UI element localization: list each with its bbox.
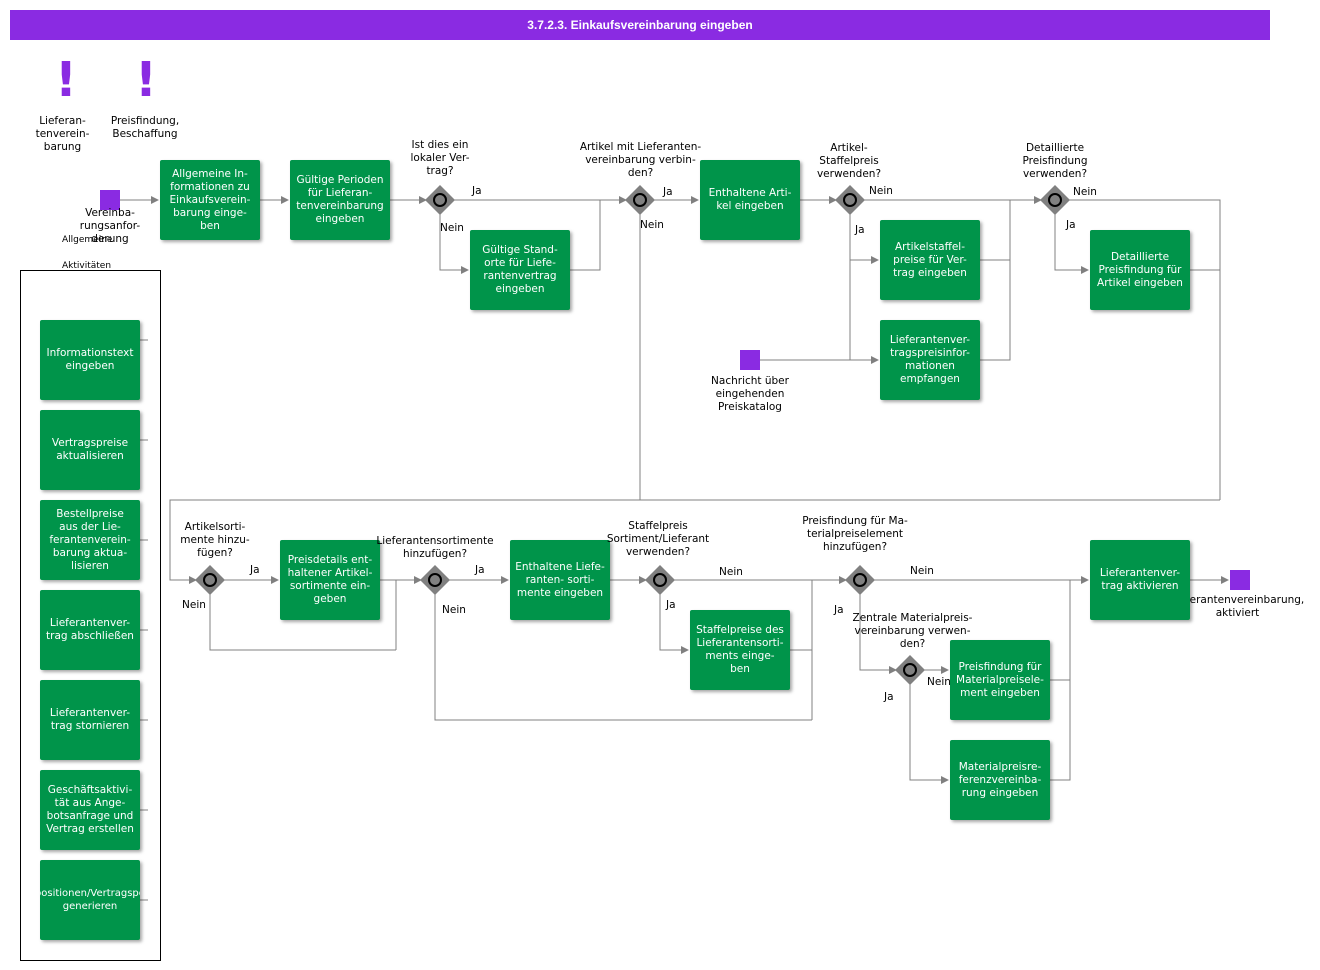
- gateway-g3: [835, 185, 865, 215]
- start-event-vereinbarungsanforderung[interactable]: [100, 190, 120, 210]
- branch-yes: Ja: [884, 691, 894, 703]
- task-lieferantensortimente[interactable]: Enthaltene Liefe- ranten- sorti- mente e…: [510, 540, 610, 620]
- start-event-preiskatalog-label: Nachricht über eingehenden Preiskatalog: [711, 375, 789, 413]
- branch-no: Nein: [719, 566, 743, 578]
- sidebar-title-1: Allgemeine: [62, 235, 113, 245]
- task-enthaltene-artikel[interactable]: Enthaltene Arti- kel eingeben: [700, 160, 800, 240]
- start-event-preiskatalog[interactable]: [740, 350, 760, 370]
- task-vertrag-aktivieren[interactable]: Lieferantenver- trag aktivieren: [1090, 540, 1190, 620]
- task-informationstext[interactable]: Informationstext eingeben: [40, 320, 140, 400]
- branch-no: Nein: [440, 222, 464, 234]
- task-artikelstaffelpreise[interactable]: Artikelstaffel- preise für Ver- trag ein…: [880, 220, 980, 300]
- gateway-label-staffelpreis: Artikel- Staffelpreis verwenden?: [816, 142, 882, 180]
- branch-no: Nein: [910, 565, 934, 577]
- task-materialpreisreferenz[interactable]: Materialpreisre- ferenzvereinba- rung ei…: [950, 740, 1050, 820]
- gateway-label-staffelpreis-sortiment: Staffelpreis Sortiment/Lieferant verwend…: [606, 520, 710, 558]
- branch-no: Nein: [640, 219, 664, 231]
- task-vertrag-stornieren[interactable]: Lieferantenver- trag stornieren: [40, 680, 140, 760]
- branch-yes: Ja: [855, 224, 865, 236]
- gateway-g7: [645, 565, 675, 595]
- branch-yes: Ja: [1066, 219, 1076, 231]
- task-vertragspreise[interactable]: Vertragspreise aktualisieren: [40, 410, 140, 490]
- gateway-g4: [1040, 185, 1070, 215]
- gateway-g9: [895, 655, 925, 685]
- task-allgemeine-informationen[interactable]: Allgemeine In- formationen zu Einkaufsve…: [160, 160, 260, 240]
- task-preisinformationen-empfangen[interactable]: Lieferantenver- tragspreisinfor- matione…: [880, 320, 980, 400]
- branch-yes: Ja: [834, 604, 844, 616]
- end-event-aktiviert[interactable]: [1230, 570, 1250, 590]
- branch-yes: Ja: [475, 564, 485, 576]
- gateway-label-zentrale-vereinbarung: Zentrale Materialpreis- vereinbarung ver…: [852, 612, 973, 650]
- annotation-lieferantenvereinbarung: Lieferan- tenverein- barung: [35, 115, 90, 153]
- exclamation-icon: !: [135, 52, 157, 108]
- gateway-g2: [625, 185, 655, 215]
- gateway-g8: [845, 565, 875, 595]
- task-detaillierte-preisfindung[interactable]: Detaillierte Preisfindung für Artikel ei…: [1090, 230, 1190, 310]
- branch-no: Nein: [869, 185, 893, 197]
- gateway-g5: [195, 565, 225, 595]
- task-staffelpreise-sortiment[interactable]: Staffelpreise des Lieferantensorti- ment…: [690, 610, 790, 690]
- start-event-label: Vereinba- rungsanfor- derung: [79, 207, 141, 245]
- diagram-title: 3.7.2.3. Einkaufsvereinbarung eingeben: [10, 10, 1270, 40]
- gateway-label-lokaler-vertrag: Ist dies ein lokaler Ver- trag?: [410, 139, 470, 177]
- task-bestellpreise[interactable]: Bestellpreise aus der Lie- ferantenverei…: [40, 500, 140, 580]
- gateway-label-artikel-verbinden: Artikel mit Lieferanten- vereinbarung ve…: [579, 141, 702, 179]
- branch-no: Nein: [182, 599, 206, 611]
- annotation-preisfindung: Preisfindung, Beschaffung: [110, 115, 180, 140]
- gateway-g1: [425, 185, 455, 215]
- task-geschaeftsaktivitaet[interactable]: Geschäftsaktivi- tät aus Ange- botsanfra…: [40, 770, 140, 850]
- branch-yes: Ja: [250, 564, 260, 576]
- gateway-label-materialpreiselement: Preisfindung für Ma- terialpreiselement …: [802, 515, 908, 553]
- gateway-shapes: [195, 185, 1070, 685]
- task-materialpreiselement[interactable]: Preisfindung für Materialpreisele- ment …: [950, 640, 1050, 720]
- branch-no: Nein: [1073, 186, 1097, 198]
- general-activities-panel: [20, 270, 161, 961]
- gateway-label-artikelsortimente: Artikelsorti- mente hinzu- fügen?: [180, 521, 250, 559]
- exclamation-icon: !: [55, 52, 77, 108]
- gateway-g6: [420, 565, 450, 595]
- branch-yes: Ja: [472, 185, 482, 197]
- task-gueltige-standorte[interactable]: Gültige Stand- orte für Liefe- rantenver…: [470, 230, 570, 310]
- branch-no: Nein: [927, 676, 951, 688]
- gateway-label-detaillierte-preisfindung: Detaillierte Preisfindung verwenden?: [1022, 142, 1088, 180]
- sidebar-title-2: Aktivitäten: [62, 261, 112, 271]
- end-event-label: Lieferantenvereinbarung, aktiviert: [1170, 594, 1305, 619]
- branch-no: Nein: [442, 604, 466, 616]
- task-positionen-generieren[interactable]: Anfragepositionen/Vertragspositionen gen…: [40, 860, 140, 940]
- task-preisdetails-sortimente[interactable]: Preisdetails ent- haltener Artikel- sort…: [280, 540, 380, 620]
- branch-yes: Ja: [666, 599, 676, 611]
- task-gueltige-perioden[interactable]: Gültige Perioden für Lieferan- tenverein…: [290, 160, 390, 240]
- gateway-label-lieferantensortimente: Lieferantensortimente hinzufügen?: [376, 535, 494, 560]
- branch-yes: Ja: [663, 186, 673, 198]
- task-vertrag-abschliessen[interactable]: Lieferantenver- trag abschließen: [40, 590, 140, 670]
